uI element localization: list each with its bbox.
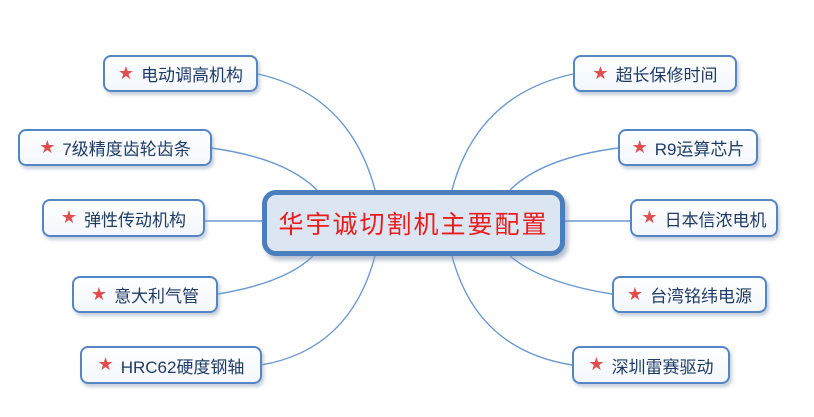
central-topic-label: 华宇诚切割机主要配置	[278, 211, 549, 239]
star-icon: ★	[641, 207, 658, 227]
branch-label: 弹性传动机构	[84, 210, 187, 230]
branch-label: R9运算芯片	[654, 140, 745, 159]
branch-node-leadshine-drive[interactable]: ★ 深圳雷赛驱动	[572, 346, 730, 384]
branch-node-electric-height-adjustment[interactable]: ★ 电动调高机构	[103, 55, 258, 92]
branch-label: 意大利气管	[114, 287, 200, 306]
star-icon: ★	[39, 136, 56, 157]
star-icon: ★	[631, 136, 648, 157]
branch-label: 深圳雷赛驱动	[611, 357, 714, 377]
branch-node-shinano-motor[interactable]: ★ 日本信浓电机	[630, 199, 778, 237]
connector-line	[451, 255, 573, 366]
branch-node-precision-gear-rack[interactable]: ★ 7级精度齿轮齿条	[18, 129, 212, 166]
connector-line	[210, 147, 318, 191]
branch-node-hrc62-steel-shaft[interactable]: ★ HRC62硬度钢轴	[80, 346, 262, 384]
branch-label: HRC62硬度钢轴	[120, 357, 245, 377]
branch-node-elastic-transmission[interactable]: ★ 弹性传动机构	[42, 199, 205, 237]
branch-label: 超长保修时间	[615, 66, 718, 85]
branch-node-r9-chip[interactable]: ★ R9运算芯片	[618, 129, 758, 166]
branch-node-meanwell-power[interactable]: ★ 台湾铭纬电源	[612, 276, 767, 313]
connector-line	[217, 255, 314, 295]
branch-label: 7级精度齿轮齿条	[62, 140, 191, 159]
branch-label: 电动调高机构	[141, 66, 244, 85]
branch-node-italian-air-pipe[interactable]: ★ 意大利气管	[72, 276, 218, 313]
star-icon: ★	[97, 354, 114, 374]
star-icon: ★	[90, 283, 108, 304]
star-icon: ★	[588, 354, 605, 374]
star-icon: ★	[60, 207, 78, 227]
star-icon: ★	[117, 62, 135, 83]
star-icon: ★	[626, 283, 644, 304]
connector-line	[451, 73, 574, 191]
central-topic-node[interactable]: 华宇诚切割机主要配置	[262, 190, 565, 256]
branch-label: 日本信浓电机	[664, 210, 767, 230]
connector-line	[509, 255, 613, 295]
connector-line	[257, 73, 376, 191]
branch-label: 台湾铭纬电源	[650, 287, 753, 306]
connector-line	[509, 147, 619, 191]
star-icon: ★	[592, 62, 609, 83]
branch-node-warranty-time[interactable]: ★ 超长保修时间	[573, 55, 737, 92]
connector-line	[260, 255, 376, 366]
